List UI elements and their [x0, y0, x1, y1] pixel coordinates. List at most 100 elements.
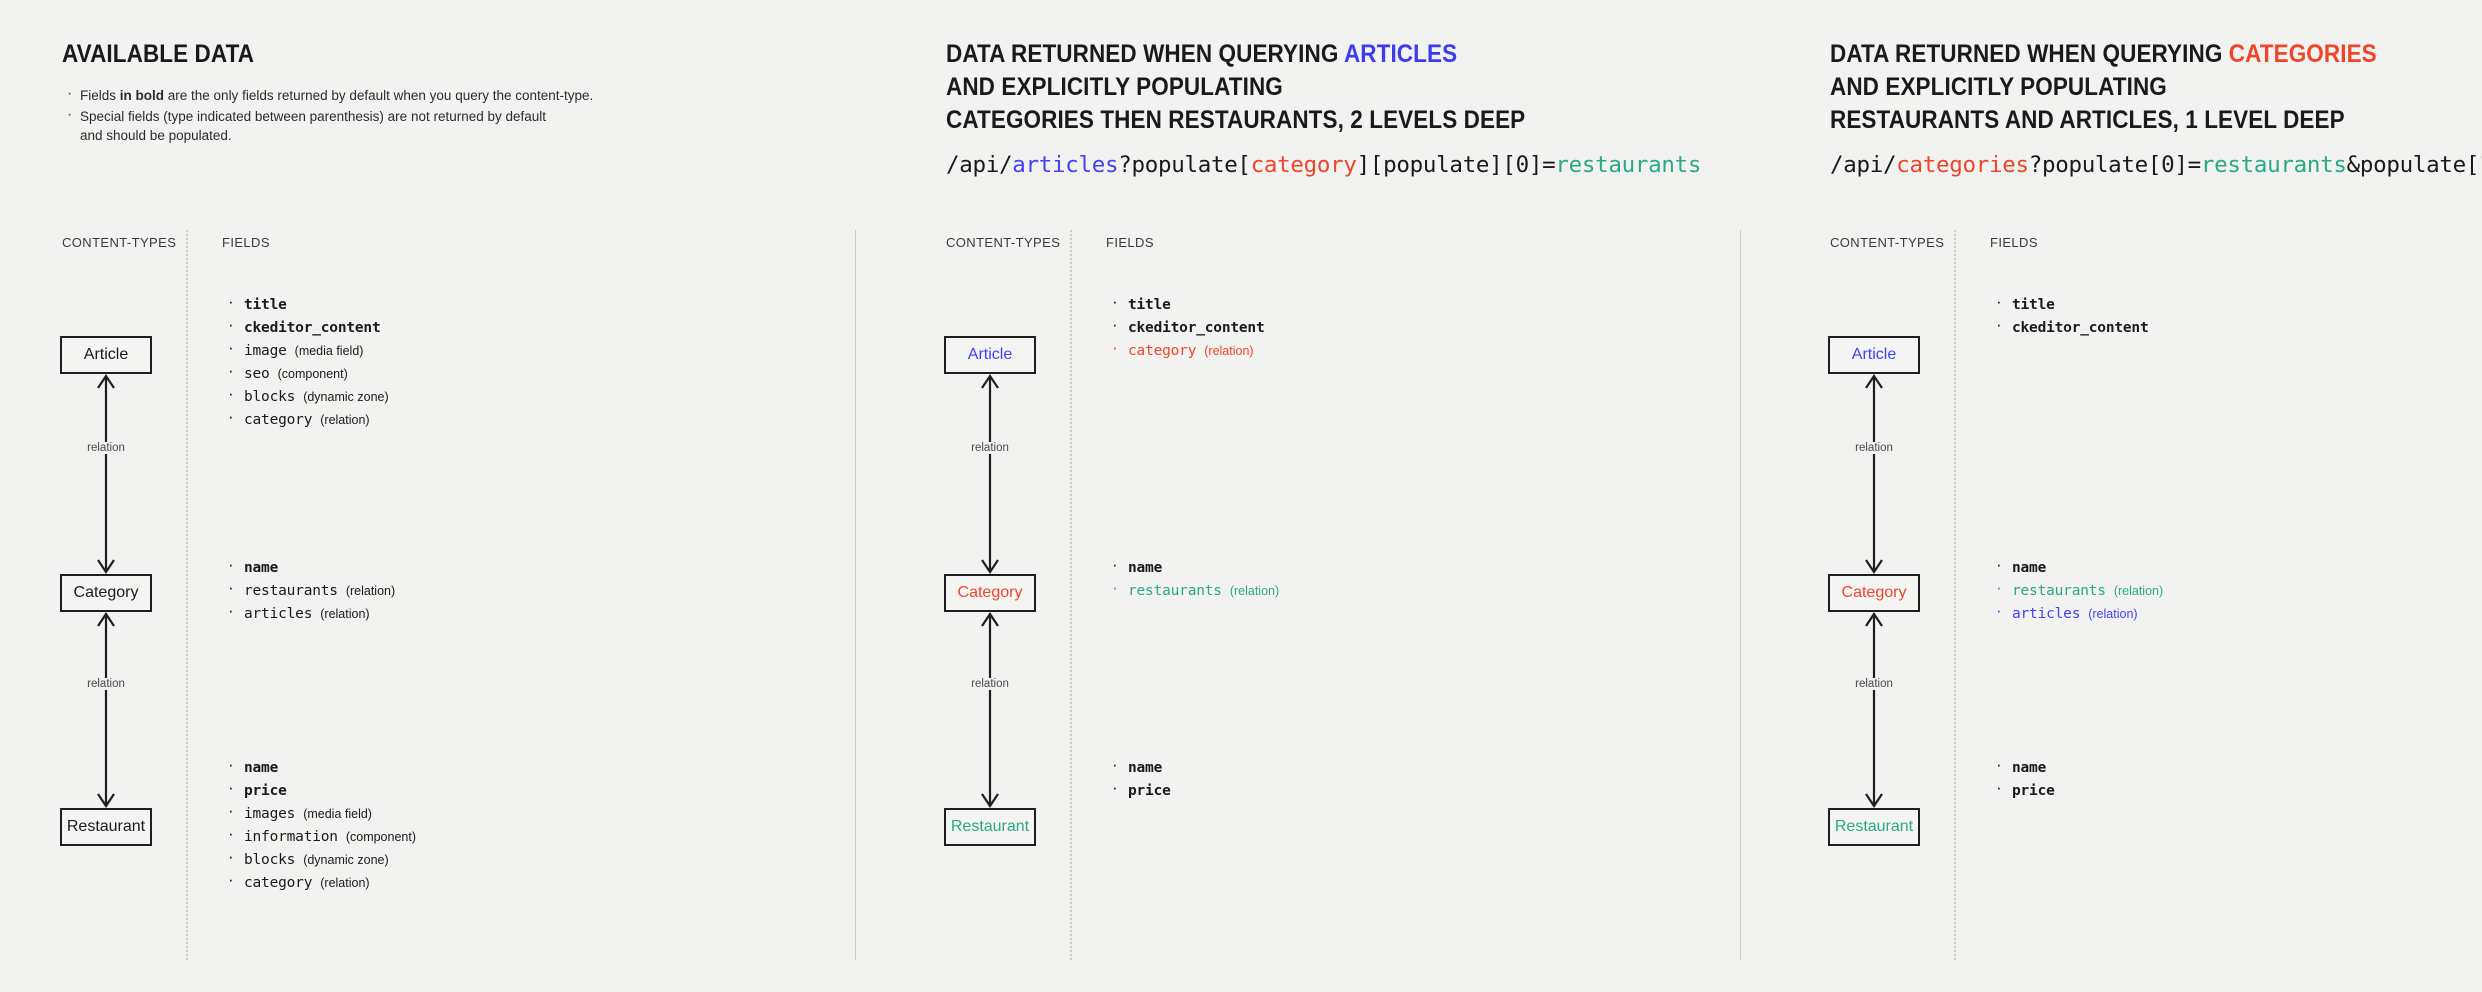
panel-separator-2 [1740, 230, 1741, 960]
field-item: ckeditor_content [224, 315, 389, 338]
query-segment: articles [1012, 152, 1119, 178]
relation-label: relation [83, 678, 129, 690]
field-group-restaurant: name price [1992, 755, 2055, 804]
relation-arrow [97, 374, 115, 574]
field-item: ckeditor_content [1108, 315, 1265, 338]
field-item: title [1992, 292, 2148, 315]
column-header-content-types: CONTENT-TYPES [1830, 235, 1945, 250]
content-type-node-article: Article [1828, 336, 1920, 374]
query-segment: ?populate[ [1118, 152, 1251, 178]
field-item: title [1108, 292, 1264, 315]
field-type: (component) [277, 367, 348, 381]
content-type-node-category: Category [60, 574, 152, 612]
panel-title-line: AND EXPLICITLY POPULATING [1830, 71, 2377, 104]
title-segment: CATEGORIES THEN RESTAURANTS, 2 LEVELS DE… [946, 106, 1526, 134]
field-item: price [1992, 778, 2055, 801]
field-item: information(component) [224, 824, 417, 847]
panel-title-line: DATA RETURNED WHEN QUERYING ARTICLES [946, 38, 1525, 71]
field-group-category: name restaurants (relation) articles (relati… [1992, 555, 2164, 627]
title-segment: RESTAURANTS AND ARTICLES, 1 LEVEL DEEP [1830, 106, 2345, 134]
field-name: ckeditor_content [1128, 320, 1265, 336]
content-type-label: Restaurant [1834, 818, 1914, 835]
field-type: (component) [345, 830, 417, 844]
relation-label: relation [83, 442, 129, 454]
field-name: image [244, 343, 287, 359]
field-item: restaurants (relation) [1992, 578, 2164, 601]
field-name: articles [2012, 606, 2081, 622]
query-segment: restaurants [1555, 152, 1702, 178]
content-type-label: Restaurant [950, 818, 1030, 835]
field-item: articles (relation) [1992, 601, 2163, 624]
field-type: (relation) [1229, 584, 1280, 598]
field-item: name [224, 755, 416, 778]
field-item: restaurants (relation) [1108, 578, 1280, 601]
panel-title-line: RESTAURANTS AND ARTICLES, 1 LEVEL DEEP [1830, 104, 2377, 137]
panel-title-line: AND EXPLICITLY POPULATING [946, 71, 1525, 104]
content-type-node-restaurant: Restaurant [944, 808, 1036, 846]
field-name: name [1128, 760, 1163, 776]
field-type: (media field) [303, 807, 372, 821]
field-type: (dynamic zone) [303, 390, 389, 404]
panel-title-line: DATA RETURNED WHEN QUERYING CATEGORIES [1830, 38, 2377, 71]
relation-arrow [981, 374, 999, 574]
panel-separator-1 [855, 230, 856, 960]
field-item: category (relation) [1108, 338, 1264, 361]
field-name: category [244, 412, 313, 428]
field-type: (relation) [345, 584, 396, 598]
relation-label: relation [967, 442, 1013, 454]
field-item: title [224, 292, 389, 315]
field-name: name [2012, 760, 2047, 776]
field-name: restaurants [2012, 583, 2106, 599]
field-name: title [244, 297, 287, 313]
field-name: ckeditor_content [2012, 320, 2149, 336]
title-segment: ARTICLES [1343, 40, 1458, 68]
field-item: name [1108, 755, 1171, 778]
relation-label: relation [1851, 678, 1897, 690]
query-segment: /api/ [946, 152, 1013, 178]
field-name: title [2012, 297, 2055, 313]
column-header-fields: FIELDS [222, 235, 270, 250]
field-name: images [244, 806, 296, 822]
title-segment: DATA RETURNED WHEN QUERYING [946, 40, 1344, 68]
content-type-label: Restaurant [66, 818, 146, 835]
content-type-label: Article [1851, 346, 1897, 363]
field-group-article: title ckeditor_content category (relation) [1108, 292, 1265, 364]
note-emphasis: in bold [119, 88, 165, 103]
content-type-node-category: Category [1828, 574, 1920, 612]
field-type: (media field) [294, 344, 364, 358]
field-name: price [1128, 783, 1171, 799]
title-segment: DATA RETURNED WHEN QUERYING [1830, 40, 2229, 68]
panel-title-line: CATEGORIES THEN RESTAURANTS, 2 LEVELS DE… [946, 104, 1525, 137]
note-item: and should be populated. [80, 128, 232, 143]
field-name: name [2012, 560, 2047, 576]
field-item: images (media field) [224, 801, 416, 824]
field-group-restaurant: name price [1108, 755, 1171, 804]
title-segment: CATEGORIES [2228, 40, 2377, 68]
content-type-label: Category [1841, 584, 1907, 601]
field-group-article: title ckeditor_content [1992, 292, 2149, 341]
field-type: (relation) [2113, 584, 2164, 598]
column-header-fields: FIELDS [1106, 235, 1154, 250]
query-segment: ?populate[0]= [2028, 152, 2202, 178]
field-type: (relation) [1204, 344, 1254, 358]
field-item: name [1108, 555, 1279, 578]
column-header-fields: FIELDS [1990, 235, 2038, 250]
field-item: ckeditor_content [1992, 315, 2149, 338]
field-type: (relation) [2088, 607, 2138, 621]
field-item: name [1992, 755, 2055, 778]
panel-available-data: AVAILABLE DATAFields in bold are the onl… [0, 0, 884, 992]
field-item: name [1992, 555, 2163, 578]
field-name: restaurants [244, 583, 338, 599]
note-item: Fields in bold are the only fields retur… [64, 84, 593, 106]
api-query-string: /api/articles?populate[category][populat… [946, 152, 1701, 178]
field-name: name [244, 760, 279, 776]
field-item: articles(relation) [224, 601, 395, 624]
field-name: blocks [244, 389, 296, 405]
note-item: Special fields (type indicated between p… [64, 105, 593, 127]
field-name: restaurants [1128, 583, 1222, 599]
field-item: blocks (dynamic zone) [224, 384, 389, 407]
field-name: category [1128, 343, 1197, 359]
content-type-node-restaurant: Restaurant [60, 808, 152, 846]
